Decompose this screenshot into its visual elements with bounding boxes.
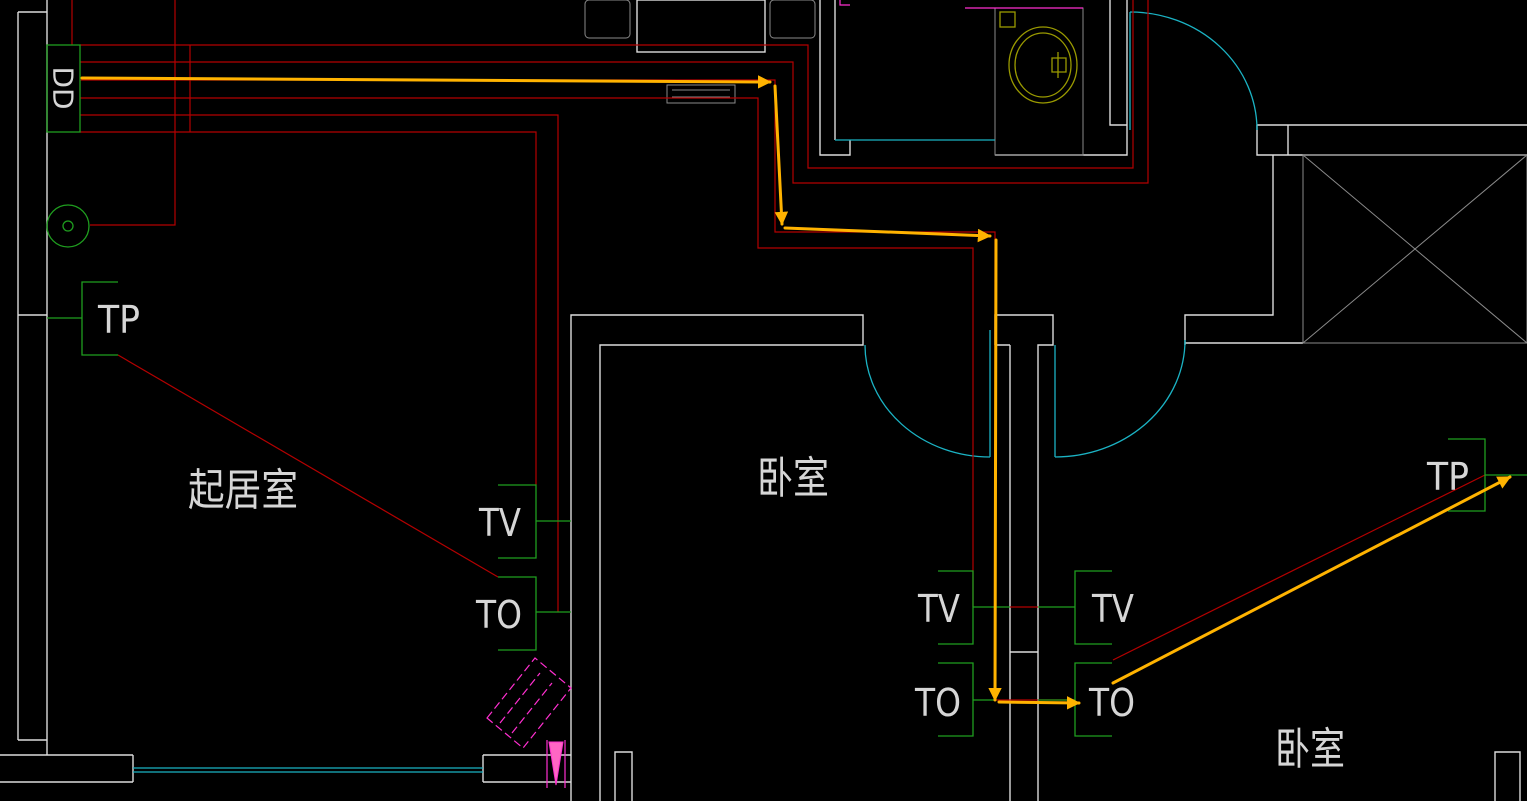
outlet-bedroom-right-tp: TP (1426, 438, 1527, 512)
wire-to-bedroom-center-tv (80, 97, 974, 607)
outlet-bedroom-center-tv: TV (917, 570, 1010, 645)
doors (133, 11, 1258, 773)
drain-square (999, 11, 1016, 28)
magenta-marks (486, 657, 572, 788)
door-jambs (989, 12, 1131, 457)
outlet-bedroom-center-to: TO (914, 662, 995, 737)
outlet-code: TP (1426, 455, 1469, 499)
outlet-bedroom-right-to: TO (1038, 662, 1135, 737)
bottom-door-jamb-right (1494, 751, 1521, 801)
route-arrow-2 (773, 84, 789, 226)
door-swing-bedroom-center (864, 344, 991, 458)
wire-bathroom-outer (80, 0, 1134, 169)
wire-to-junction (71, 0, 191, 226)
washbasin (839, 0, 1084, 156)
panel-box (46, 44, 81, 133)
washbasin-counter (994, 7, 1084, 156)
wire-tp-to-to-living (117, 354, 499, 578)
outlet-bracket (498, 484, 571, 559)
outlet-living-room-to: TO (475, 576, 571, 651)
route-arrow-4 (988, 238, 1002, 702)
junction-circle-icon (46, 204, 90, 248)
sink-bowl-inner (1014, 32, 1072, 98)
door-leaf-outline (486, 657, 572, 749)
outlet-code: TV (478, 501, 521, 545)
route-arrow-3 (783, 226, 992, 243)
distribution-panel: DD (46, 44, 81, 133)
bottom-door-jamb-left (614, 751, 633, 801)
chair-bottom (666, 84, 736, 104)
living-room-window-glass (133, 767, 483, 773)
room-label-living-room: 起居室 (188, 465, 298, 516)
shaft-box (1302, 154, 1527, 344)
wire-bathroom-inner (80, 0, 1149, 184)
outlet-bracket (47, 281, 118, 356)
route-arrow-6 (1111, 475, 1512, 685)
left-outer-wall (17, 11, 47, 741)
shaft-cross (1302, 154, 1527, 344)
dining-table (636, 0, 766, 53)
chair-left (584, 0, 631, 39)
wire-to-tp-bedroom-right (1112, 474, 1486, 661)
outlet-living-room-tv: TV (478, 484, 571, 559)
wire-to-living-room-tv (80, 131, 537, 485)
wiring (71, 0, 1486, 701)
faucet (1051, 52, 1067, 78)
chair-right (769, 0, 816, 39)
bathroom-walls (819, 0, 1128, 156)
shaft-outline (1302, 154, 1527, 344)
outlet-bracket (1038, 570, 1112, 645)
room-label-bedroom-center: 卧室 (757, 453, 829, 504)
route-arrow-5 (997, 696, 1081, 710)
outlet-code: TO (914, 681, 961, 725)
junction-box (46, 204, 90, 248)
outlet-bracket (498, 576, 571, 651)
outlet-code: TV (917, 587, 960, 631)
outlet-code: TO (475, 593, 522, 637)
route-arrows (80, 75, 1512, 710)
bedroom-partition-wall (994, 314, 1054, 801)
route-arrow-1 (80, 75, 772, 89)
sink-bowl-outer (1008, 26, 1078, 104)
outlet-bracket (938, 570, 1010, 645)
junction-dot-icon (62, 220, 74, 232)
dining-table-set (584, 0, 816, 104)
panel-label: DD (47, 66, 80, 109)
outlet-code: TV (1091, 587, 1134, 631)
wire-to-living-room-to (80, 114, 559, 612)
outlet-code: TP (97, 298, 140, 342)
outlet-bedroom-right-tv: TV (1038, 570, 1134, 645)
corridor-right-wall (1184, 124, 1527, 345)
outlet-living-room-tp: TP (47, 281, 140, 356)
room-label-bedroom-right: 卧室 (1275, 724, 1345, 775)
door-swing-bedroom-right (1054, 339, 1186, 458)
section-marker-line (546, 740, 566, 788)
living-room-right-wall (570, 314, 864, 801)
door-leaf-inner (499, 672, 553, 734)
outlet-bracket (1448, 438, 1527, 512)
door-swing-top-right (1129, 11, 1258, 131)
washbasin-top-edge (839, 0, 1083, 9)
section-marker-icon (548, 741, 564, 786)
outlet-code: TO (1088, 681, 1135, 725)
